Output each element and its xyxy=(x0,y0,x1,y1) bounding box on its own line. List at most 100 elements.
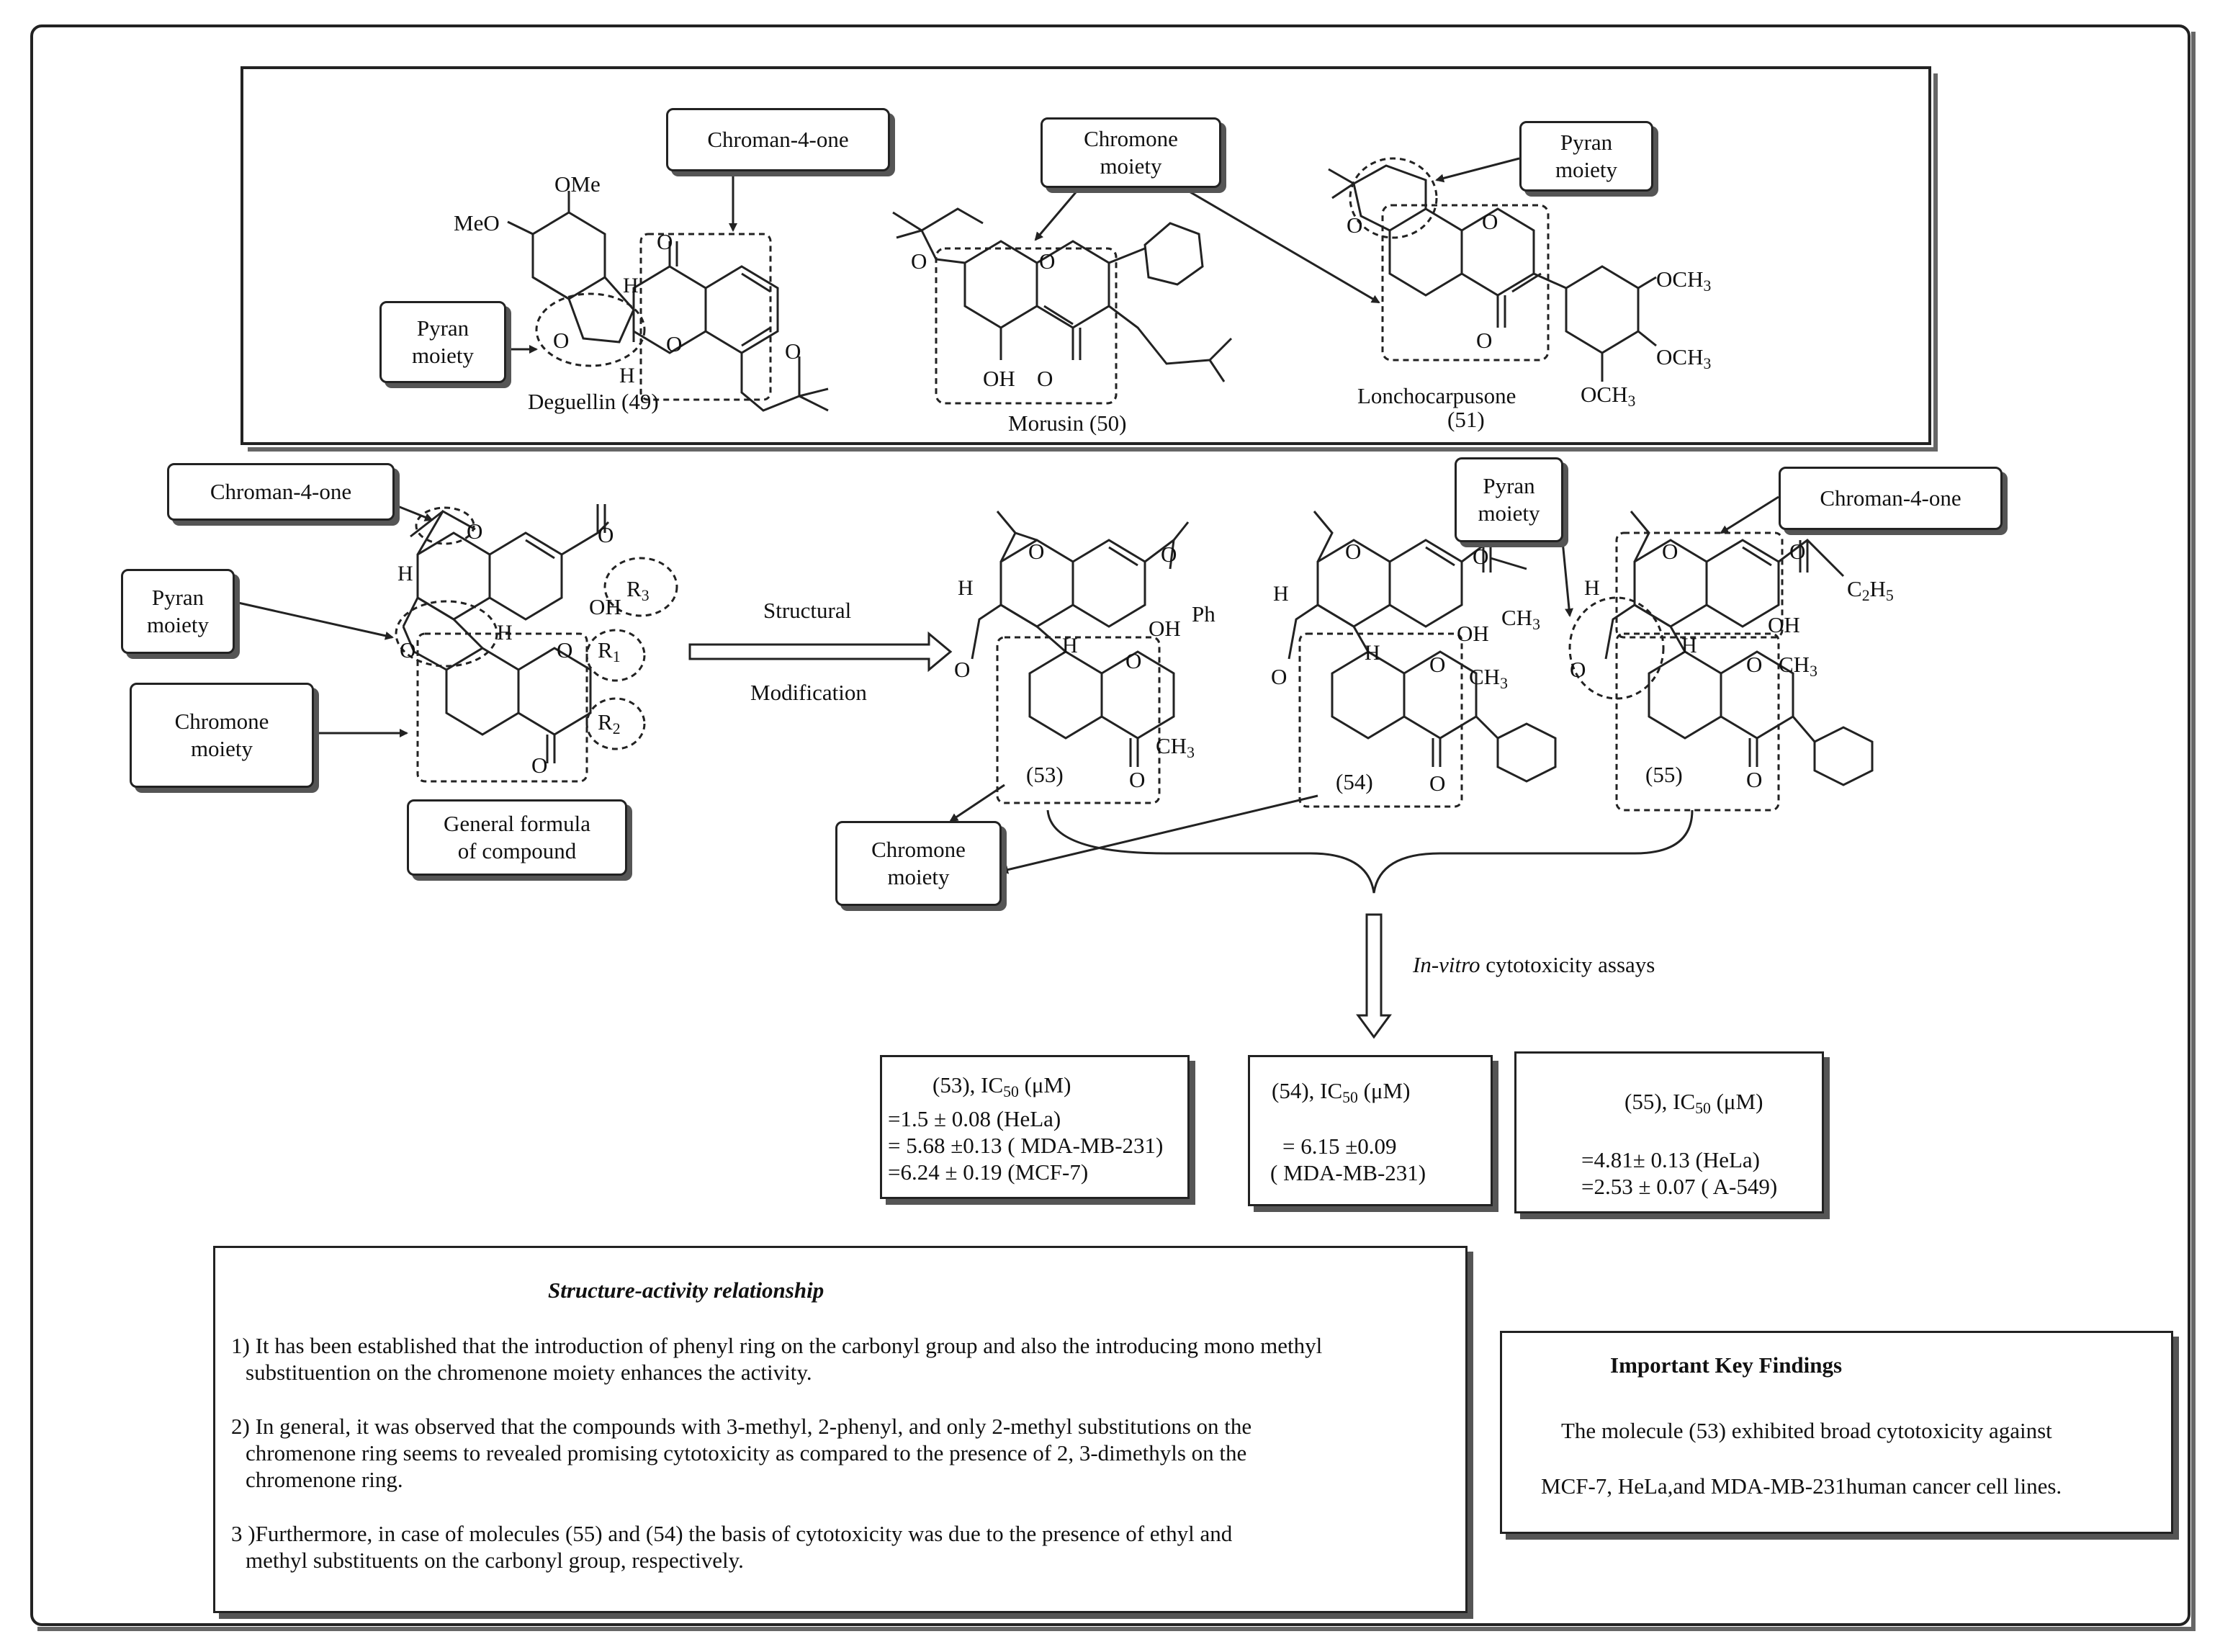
atom-o: O xyxy=(557,637,573,663)
callout-pyran-moiety-mid-right: Pyran moiety xyxy=(1455,457,1563,542)
compound-53-structure xyxy=(971,511,1190,804)
atom-oh: OH xyxy=(1768,612,1800,637)
atom-h: H xyxy=(1681,634,1697,657)
key-findings-line-1: The molecule (53) exhibited broad cytoto… xyxy=(1561,1418,2052,1443)
ic50-box-55: (55), IC50 (μM) =4.81± 0.13 (HeLa) =2.53… xyxy=(1514,1051,1824,1213)
spacer xyxy=(1502,1378,2171,1417)
ic50-line: =2.53 ± 0.07 ( A-549) xyxy=(1581,1174,1778,1199)
ic50-line: =6.24 ± 0.19 (MCF-7) xyxy=(888,1159,1089,1185)
atom-r3: R3 xyxy=(626,576,650,604)
atom-o: O xyxy=(1746,767,1763,792)
callout-chroman-4-one-top: Chroman-4-one xyxy=(666,108,890,171)
key-findings-box: Important Key Findings The molecule (53)… xyxy=(1500,1331,2173,1534)
atom-h: H xyxy=(1584,576,1600,600)
atom-ch3: CH3 xyxy=(1501,605,1540,633)
atom-oh: OH xyxy=(983,366,1015,391)
atom-ch3: CH3 xyxy=(1469,664,1508,692)
atom-o: O xyxy=(1125,648,1142,673)
label-compound-53: (53) xyxy=(1026,762,1064,787)
atom-h: H xyxy=(497,621,513,645)
lonchocarpusone-structure xyxy=(1328,157,1657,382)
ic50-line: =1.5 ± 0.08 (HeLa) xyxy=(888,1106,1061,1131)
callout-pyran-moiety-top-left: Pyran moiety xyxy=(379,301,506,383)
atom-o: O xyxy=(1429,652,1446,677)
atom-ph: Ph xyxy=(1192,601,1215,627)
atom-o: O xyxy=(1473,544,1489,569)
atom-o: O xyxy=(467,519,483,544)
atom-meo: MeO xyxy=(454,210,500,235)
spacer xyxy=(1250,1111,1491,1133)
atom-ch3: CH3 xyxy=(1156,733,1195,761)
atom-o: O xyxy=(1345,539,1362,564)
atom-h: H xyxy=(623,274,639,297)
grouping-brace xyxy=(1046,809,1694,894)
natural-products-box xyxy=(241,66,1931,445)
atom-o: O xyxy=(1039,248,1056,274)
atom-h: H xyxy=(958,576,974,600)
atom-oh: OH xyxy=(1149,616,1181,641)
atom-och3: OCH3 xyxy=(1656,266,1712,295)
sar-item-2: 2) In general, it was observed that the … xyxy=(231,1414,1252,1492)
sar-title: Structure-activity relationship xyxy=(548,1278,824,1303)
ic50-line: = 5.68 ±0.13 ( MDA-MB-231) xyxy=(888,1133,1164,1158)
atom-c2h5: C2H5 xyxy=(1847,576,1894,604)
arrow-label-invitro: In-vitro cytotoxicity assays xyxy=(1413,952,1655,977)
atom-och3: OCH3 xyxy=(1656,344,1712,372)
callout-chroman-4-one-mid-right: Chroman-4-one xyxy=(1779,467,2003,530)
label-compound-55: (55) xyxy=(1645,762,1683,787)
arrow-label-modification: Modification xyxy=(750,680,867,705)
callout-general-formula: General formula of compound xyxy=(407,799,627,876)
ic50-box-54: (54), IC50 (μM) = 6.15 ±0.09 ( MDA-MB-23… xyxy=(1248,1055,1493,1206)
atom-o: O xyxy=(1161,542,1177,567)
atom-o: O xyxy=(666,331,683,356)
atom-o: O xyxy=(1429,771,1446,796)
deguellin-structure xyxy=(507,191,829,412)
arrow-label-structural: Structural xyxy=(763,598,852,623)
atom-o: O xyxy=(1347,212,1363,238)
atom-h: H xyxy=(1062,634,1078,657)
ic50-line: =4.81± 0.13 (HeLa) xyxy=(1581,1147,1760,1172)
atom-h: H xyxy=(1365,641,1380,665)
atom-o: O xyxy=(1271,664,1287,689)
sar-item-1: 1) It has been established that the intr… xyxy=(231,1333,1323,1385)
label-compound-54: (54) xyxy=(1336,769,1373,794)
atom-o: O xyxy=(1037,366,1053,391)
callout-chromone-moiety-mid-left: Chromone moiety xyxy=(130,683,314,788)
compound-55-structure xyxy=(1568,511,1874,812)
atom-o: O xyxy=(911,248,927,274)
atom-o: O xyxy=(1570,657,1586,682)
atom-o: O xyxy=(553,328,570,353)
ic50-head-55: (55), IC50 (μM) xyxy=(1624,1089,1763,1117)
sar-box: Structure-activity relationship 1) It ha… xyxy=(213,1246,1468,1613)
compound-54-structure xyxy=(1287,511,1557,808)
sar-item-3: 3 )Furthermore, in case of molecules (55… xyxy=(231,1521,1233,1573)
atom-o: O xyxy=(531,753,548,778)
atom-o: O xyxy=(1476,328,1493,353)
spacer xyxy=(1516,1122,1822,1146)
morusin-structure xyxy=(892,207,1233,405)
atom-o: O xyxy=(400,637,416,663)
atom-h: H xyxy=(619,364,635,387)
callout-chromone-moiety-top: Chromone moiety xyxy=(1041,117,1221,188)
atom-o: O xyxy=(1789,539,1806,564)
atom-o: O xyxy=(1129,767,1146,792)
spacer xyxy=(1502,1444,2171,1473)
ic50-line: = 6.15 ±0.09 xyxy=(1282,1133,1397,1159)
ic50-box-53: (53), IC50 (μM) =1.5 ± 0.08 (HeLa) = 5.6… xyxy=(880,1055,1190,1199)
key-findings-line-2: MCF-7, HeLa,and MDA-MB-231human cancer c… xyxy=(1541,1473,2062,1499)
atom-r1: R1 xyxy=(598,637,621,665)
atom-r2: R2 xyxy=(598,709,621,737)
atom-h: H xyxy=(397,562,413,585)
atom-o: O xyxy=(954,657,971,682)
atom-o: O xyxy=(1662,539,1679,564)
atom-o: O xyxy=(785,338,801,364)
callout-pyran-moiety-mid-left: Pyran moiety xyxy=(121,569,235,654)
atom-h: H xyxy=(1273,582,1289,606)
ic50-head-53: (53), IC50 (μM) xyxy=(933,1072,1071,1100)
label-lonchocarpusone-number: (51) xyxy=(1447,407,1485,432)
atom-ome: OMe xyxy=(554,171,601,197)
ic50-head-54: (54), IC50 (μM) xyxy=(1272,1078,1411,1106)
atom-oh: OH xyxy=(589,594,621,619)
